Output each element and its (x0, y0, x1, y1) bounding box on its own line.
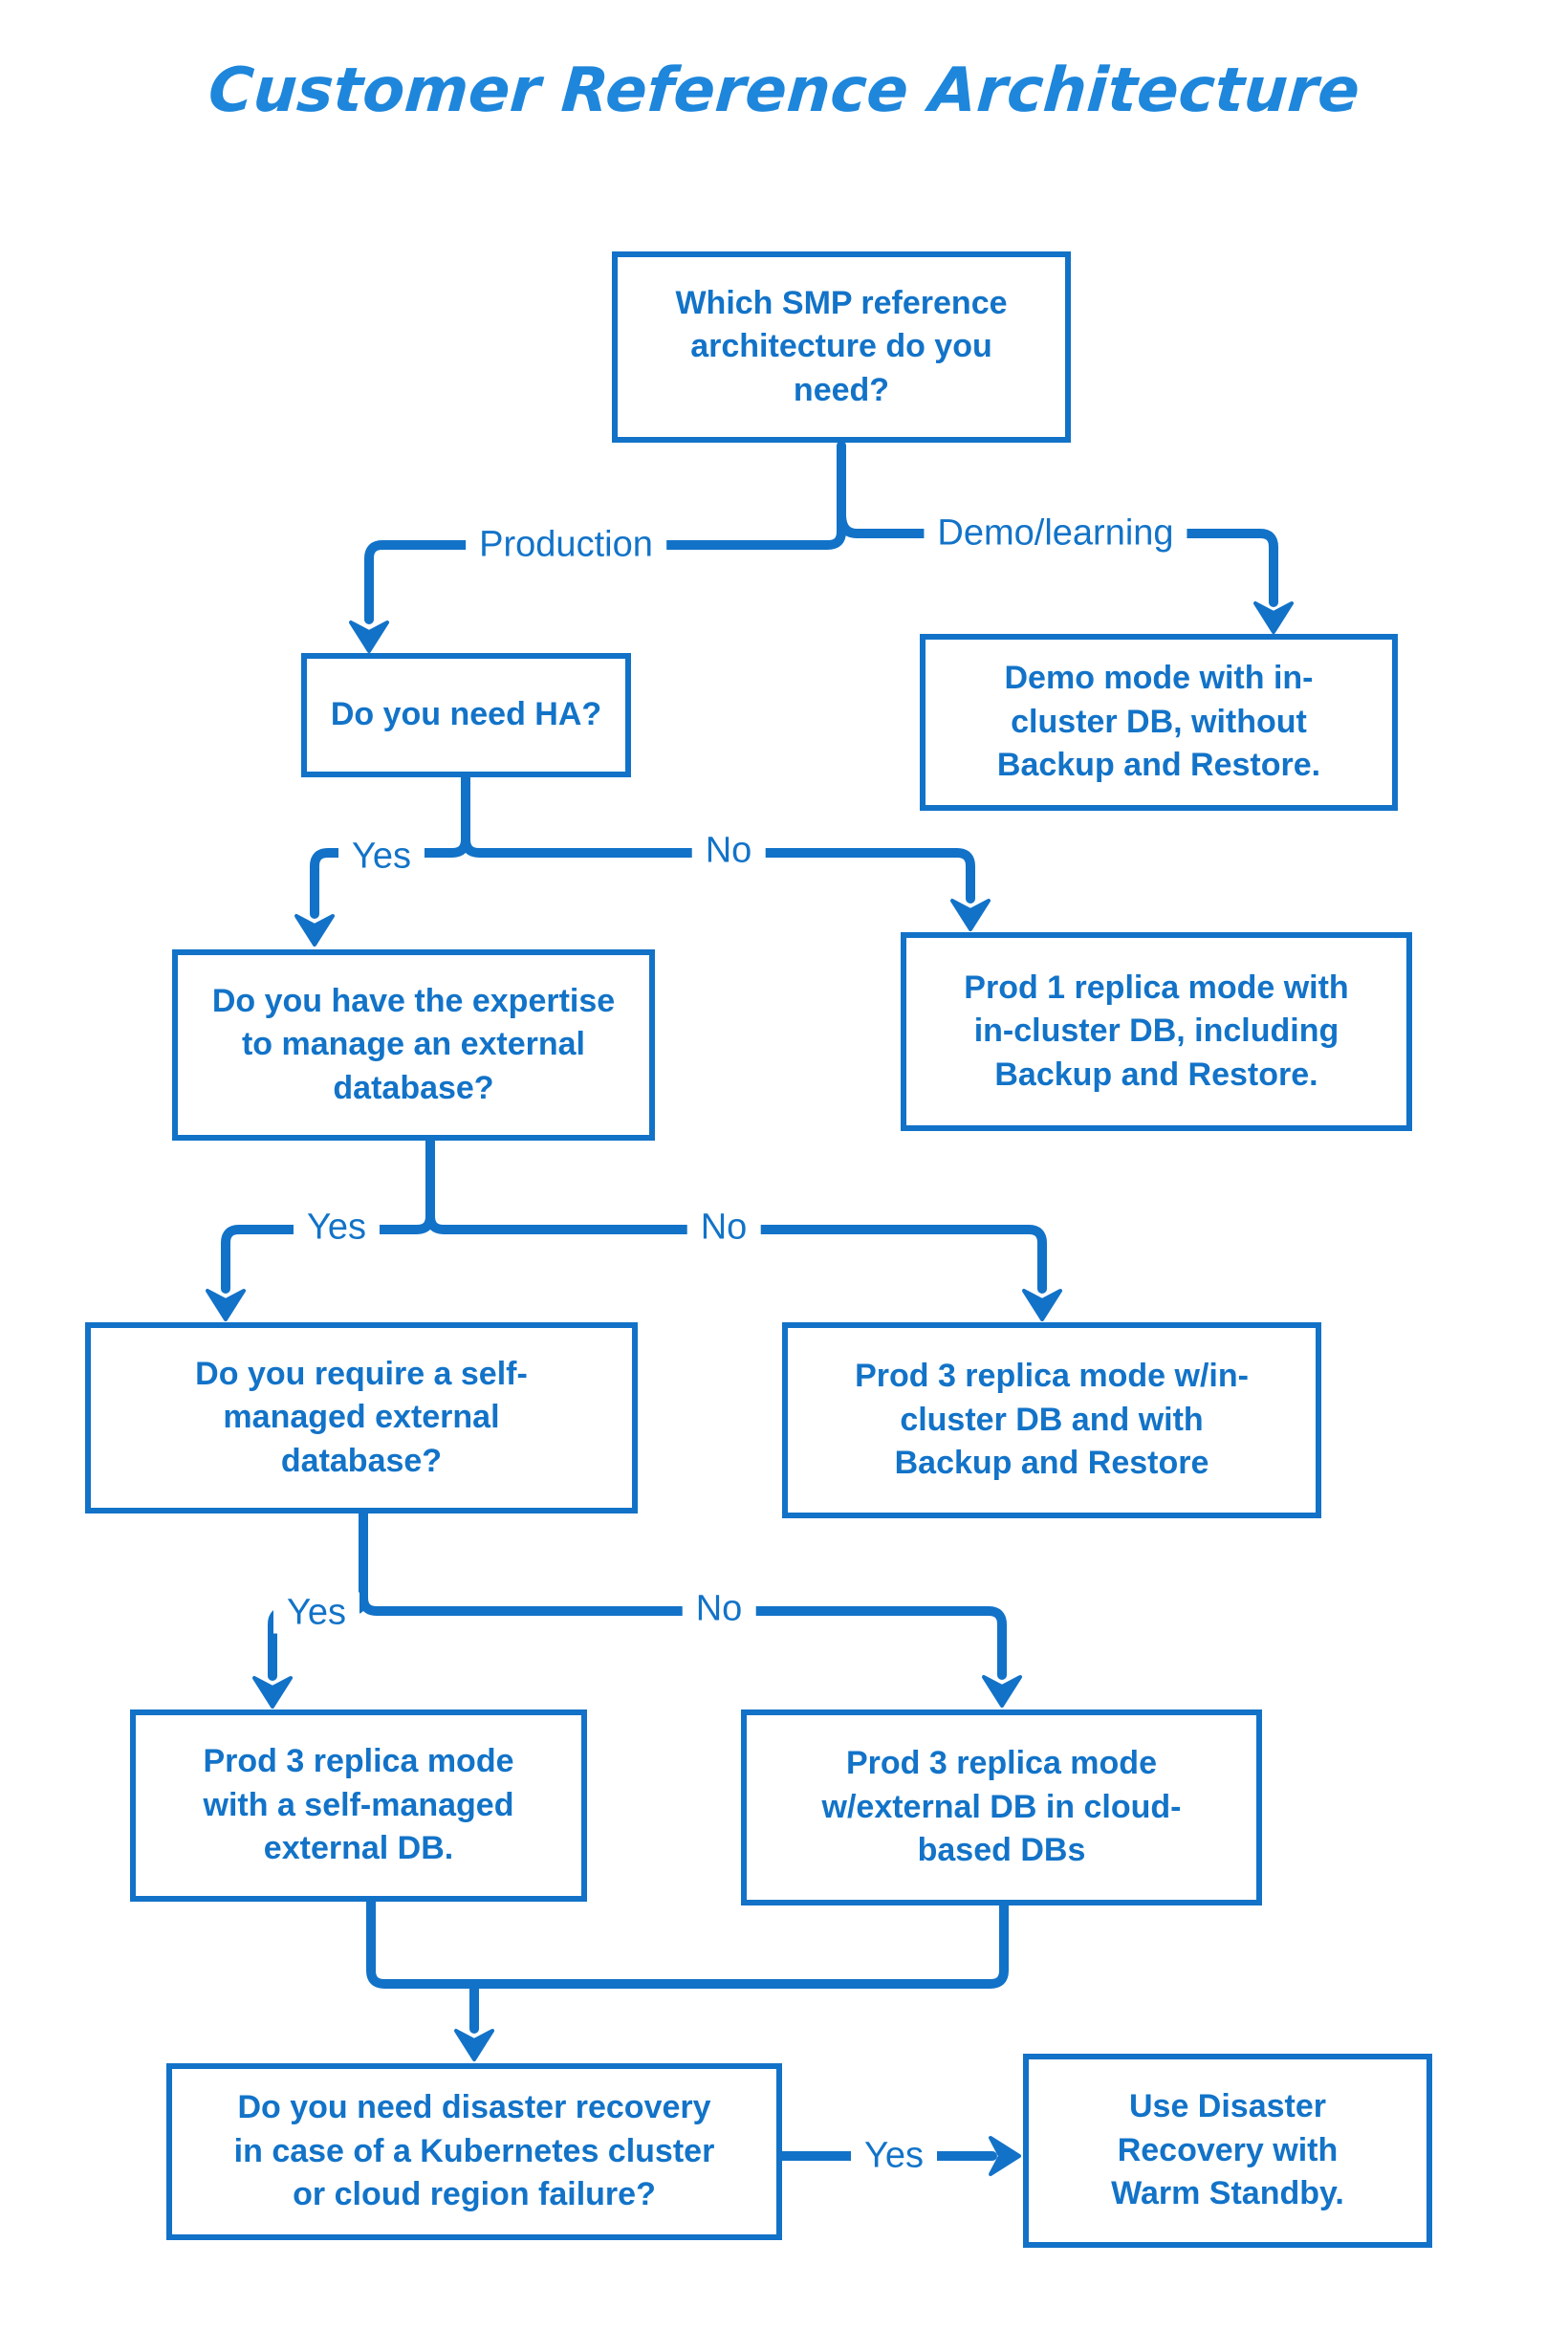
arrowhead-expertise-no-icon (1022, 1289, 1062, 1321)
arrowhead-self-no-icon (982, 1675, 1022, 1708)
arrowhead-self-yes-icon (252, 1676, 293, 1709)
edge-label-dr-yes: Yes (851, 2135, 937, 2177)
connector-expertise-no (425, 1211, 1047, 1294)
arrowhead-dr-yes-icon (989, 2136, 1021, 2176)
edge-label-demo-learning: Demo/learning (924, 512, 1187, 555)
node-disaster-recovery-question: Do you need disaster recovery in case of… (166, 2063, 782, 2240)
node-do-you-need-ha: Do you need HA? (301, 653, 631, 777)
node-prod3-selfmanaged-result: Prod 3 replica mode with a self-managed … (130, 1709, 587, 1902)
node-demo-mode-result: Demo mode with in- cluster DB, without B… (920, 634, 1398, 811)
node-which-smp-reference: Which SMP reference architecture do you … (612, 251, 1071, 443)
node-self-managed-question: Do you require a self- managed external … (85, 1322, 638, 1513)
node-prod1-replica-result: Prod 1 replica mode with in-cluster DB, … (901, 932, 1412, 1131)
connector-merge (366, 1894, 1009, 1989)
edge-label-self-yes: Yes (273, 1592, 359, 1634)
arrowhead-production-icon (349, 621, 389, 653)
connector-demo-learning (837, 512, 1278, 607)
edge-label-self-no: No (682, 1588, 756, 1630)
edge-label-expertise-yes: Yes (294, 1207, 380, 1249)
arrowhead-expertise-yes-icon (206, 1289, 246, 1321)
node-expertise-question: Do you have the expertise to manage an e… (172, 949, 655, 1141)
edge-label-ha-yes: Yes (338, 836, 425, 878)
node-prod3-cloud-result: Prod 3 replica mode w/external DB in clo… (741, 1709, 1262, 1905)
arrowhead-ha-no-icon (950, 899, 991, 931)
edge-label-production: Production (466, 524, 666, 566)
arrowhead-ha-yes-icon (294, 914, 335, 947)
connector-ha-no (461, 835, 975, 904)
arrowhead-demo-learning-icon (1253, 601, 1294, 634)
edge-label-ha-no: No (691, 830, 766, 872)
node-warm-standby-result: Use Disaster Recovery with Warm Standby. (1023, 2054, 1432, 2248)
connector-self-no (359, 1593, 1007, 1680)
node-prod3-incluster-result: Prod 3 replica mode w/in- cluster DB and… (782, 1322, 1321, 1518)
edge-label-expertise-no: No (686, 1207, 761, 1249)
arrowhead-merge-icon (454, 2029, 494, 2061)
